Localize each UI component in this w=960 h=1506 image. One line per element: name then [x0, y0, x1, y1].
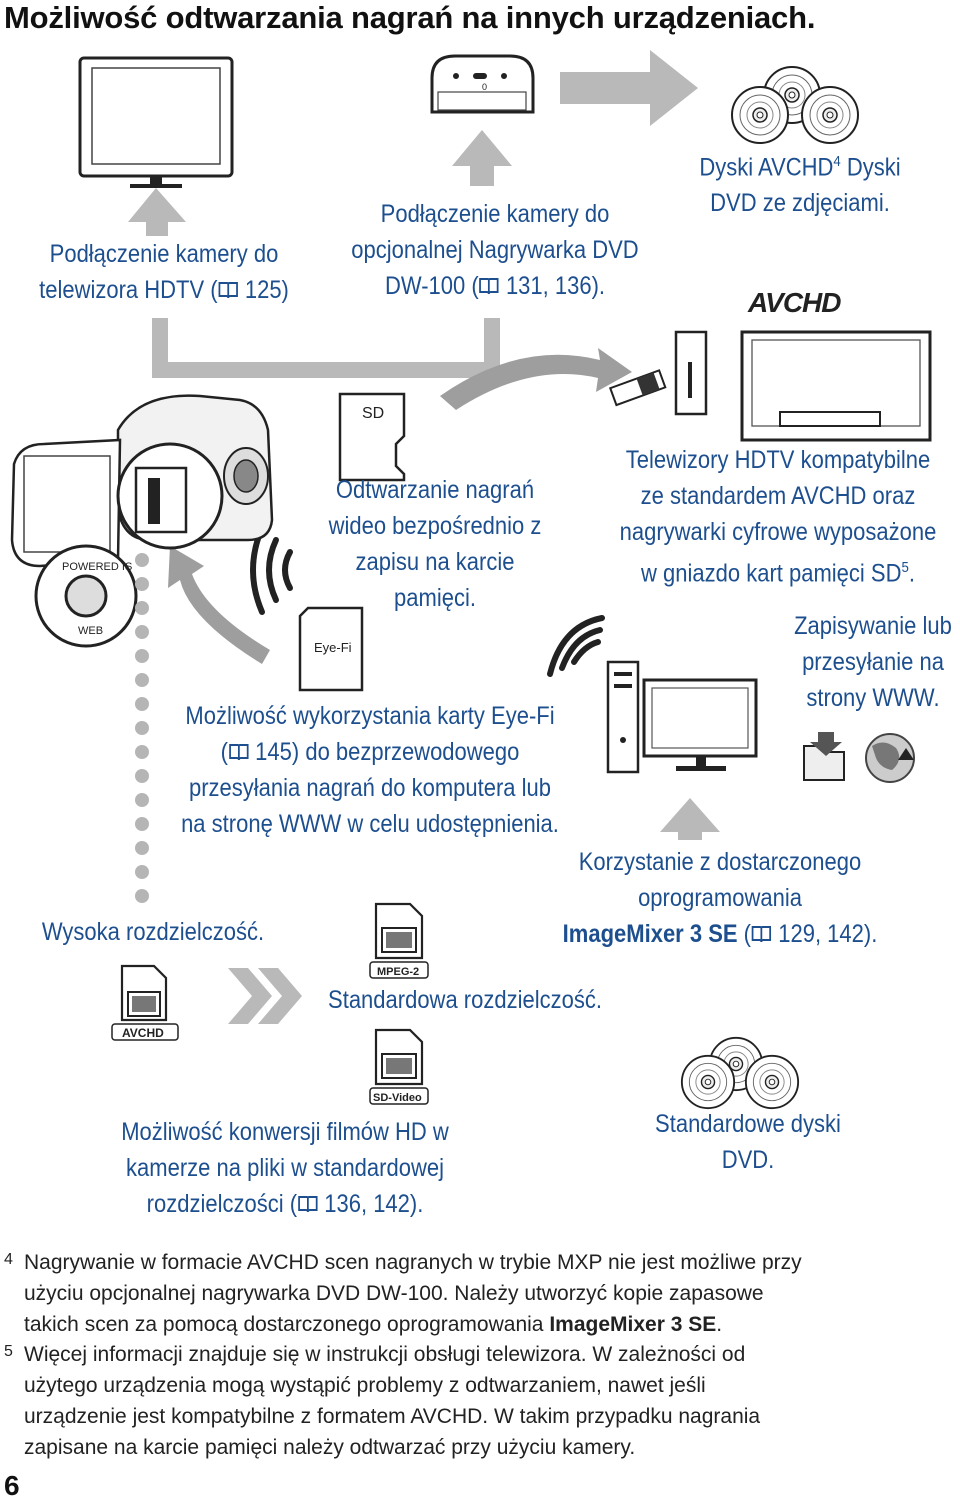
footnote-4-number: 4 [4, 1251, 13, 1268]
book-ref-icon [751, 926, 772, 943]
tv-connection-label: Podłączenie kamery do telewizora HDTV ( … [39, 240, 289, 304]
wireless-waves-pc-icon [547, 615, 605, 677]
connection-arrows [128, 50, 720, 840]
sd-card-icon: SD [338, 392, 406, 482]
standard-dvd-discs-icon [680, 1036, 800, 1110]
svg-text:Eye-Fi: Eye-Fi [314, 640, 352, 655]
footnote-5-number: 5 [4, 1343, 13, 1360]
avchd-file-icon: AVCHD [111, 964, 179, 1041]
dvd-connection-label: Podłączenie kamery do opcjonalnej Nagryw… [351, 200, 639, 300]
eyefi-card-icon: Eye-Fi [298, 606, 364, 692]
svg-text:WEB: WEB [78, 625, 103, 637]
svg-text:SD-Video: SD-Video [373, 1092, 422, 1104]
sdvideo-file-icon: SD-Video [369, 1028, 429, 1105]
book-ref-icon [479, 278, 499, 295]
web-upload-label: Zapisywanie lub przesyłanie na strony WW… [794, 612, 952, 712]
svg-text:SD: SD [362, 405, 384, 422]
wireless-waves-icon [250, 525, 293, 615]
book-ref-icon [297, 1196, 318, 1213]
page-title: Możliwość odtwarzania nagrań na innych u… [4, 0, 816, 35]
book-ref-icon [228, 744, 249, 761]
computer-icon [606, 660, 758, 774]
standard-resolution-label: Standardowa rozdzielczość. [328, 986, 602, 1014]
web-upload-icon [803, 732, 915, 783]
avchd-discs-icon [731, 66, 859, 144]
svg-text:POWERED IS: POWERED IS [62, 561, 132, 573]
chevron-arrows-icon [228, 968, 302, 1024]
standard-dvd-label: Standardowe dyski DVD. [655, 1110, 841, 1174]
curved-arrows [168, 348, 632, 664]
svg-text:MPEG-2: MPEG-2 [377, 966, 419, 978]
svg-text:AVCHD: AVCHD [747, 287, 841, 318]
card-slot-tv-icon [608, 330, 932, 442]
page-number: 6 [4, 1470, 20, 1501]
svg-text:0: 0 [482, 82, 487, 92]
svg-text:AVCHD: AVCHD [122, 1026, 164, 1040]
powered-is-web-badge: POWERED IS WEB [34, 544, 138, 648]
avchd-logo: AVCHD [747, 287, 842, 318]
dotted-connector [135, 553, 149, 903]
high-resolution-label: Wysoka rozdzielczość. [41, 918, 265, 946]
mpeg2-file-icon: MPEG-2 [369, 902, 429, 979]
hdtv-monitor-icon [78, 56, 234, 188]
hdtv-compatible-label: Telewizory HDTV kompatybilne ze standard… [619, 446, 937, 588]
dvd-burner-icon: 0 [430, 54, 535, 114]
camcorder-icon [10, 394, 274, 568]
conversion-label: Możliwość konwersji filmów HD w kamerze … [121, 1118, 449, 1218]
footnote-5: Więcej informacji znajduje się w instruk… [24, 1343, 761, 1459]
avchd-discs-label: Dyski AVCHD4 Dyski DVD ze zdjęciami. [699, 153, 901, 218]
eyefi-label: Możliwość wykorzystania karty Eye-Fi ( 1… [181, 702, 559, 838]
software-label: Korzystanie z dostarczonego oprogramowan… [562, 848, 878, 948]
sd-playback-label: Odtwarzanie nagrań wideo bezpośrednio z … [328, 476, 542, 612]
book-ref-icon [218, 282, 238, 299]
footnote-4: Nagrywanie w formacie AVCHD scen nagrany… [24, 1251, 802, 1336]
